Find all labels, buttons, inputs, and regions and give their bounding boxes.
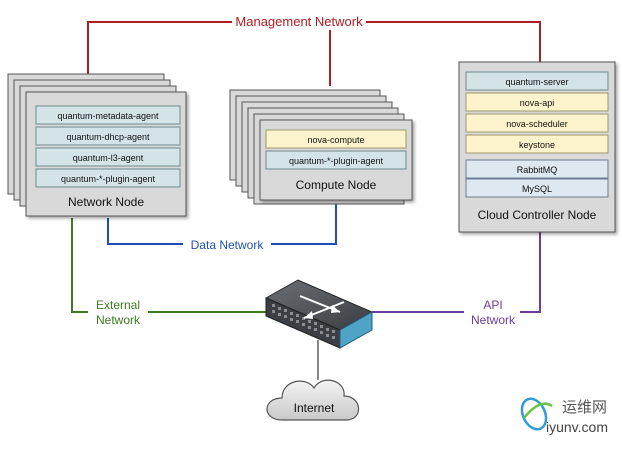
external-network-label-line1: External: [96, 298, 140, 312]
controller-service-0: [465, 71, 609, 91]
api-network-label-line2: Network: [471, 313, 516, 327]
network-node-service-2-label: quantum-l3-agent: [73, 153, 144, 163]
management-network-label: Management Network: [235, 14, 363, 29]
cloud-controller-node: quantum-server nova-api nova-scheduler k…: [458, 61, 616, 233]
network-node-service-1-label: quantum-dhcp-agent: [66, 132, 150, 142]
watermark: 运维网 iyunv.com: [520, 397, 608, 435]
controller-service-2-label: nova-scheduler: [506, 119, 568, 129]
compute-node-service-0-label: nova-compute: [307, 135, 364, 145]
external-network-line: [71, 218, 268, 313]
compute-node: nova-compute quantum-*-plugin-agent Comp…: [229, 89, 413, 205]
network-node-service-2: [35, 147, 181, 167]
network-switch-icon: [264, 279, 374, 349]
api-network-line: [372, 232, 541, 313]
controller-service-2: [465, 113, 609, 133]
internet-cloud-icon: Internet: [266, 379, 360, 421]
data-network-label: Data Network: [191, 238, 265, 252]
controller-service-1-label: nova-api: [520, 98, 555, 108]
controller-service-1: [465, 92, 609, 112]
watermark-url: iyunv.com: [546, 419, 608, 435]
controller-service-0-label: quantum-server: [505, 77, 568, 87]
network-node-service-3-label: quantum-*-plugin-agent: [61, 174, 156, 184]
network-node-service-0-label: quantum-metadata-agent: [57, 111, 159, 121]
network-node: quantum-metadata-agent quantum-dhcp-agen…: [7, 73, 187, 217]
api-network-label-line1: API: [483, 298, 502, 312]
controller-node-title: Cloud Controller Node: [478, 208, 597, 222]
network-node-title: Network Node: [68, 195, 144, 209]
compute-node-service-1: [265, 150, 407, 170]
network-node-service-1: [35, 126, 181, 146]
compute-node-service-1-label: quantum-*-plugin-agent: [289, 156, 384, 166]
controller-backend-1-label: MySQL: [522, 184, 552, 194]
compute-node-service-0: [265, 129, 407, 149]
controller-backend-0-label: RabbitMQ: [517, 165, 558, 175]
external-network-label-line2: Network: [96, 313, 141, 327]
watermark-cn: 运维网: [562, 399, 607, 416]
network-node-service-3: [35, 168, 181, 188]
controller-service-3-label: keystone: [519, 140, 555, 150]
compute-node-title: Compute Node: [296, 178, 377, 192]
controller-backend-1: [465, 178, 609, 198]
controller-service-3: [465, 134, 609, 154]
controller-backend-0: [465, 159, 609, 179]
internet-label: Internet: [294, 401, 335, 415]
network-node-service-0: [35, 105, 181, 125]
